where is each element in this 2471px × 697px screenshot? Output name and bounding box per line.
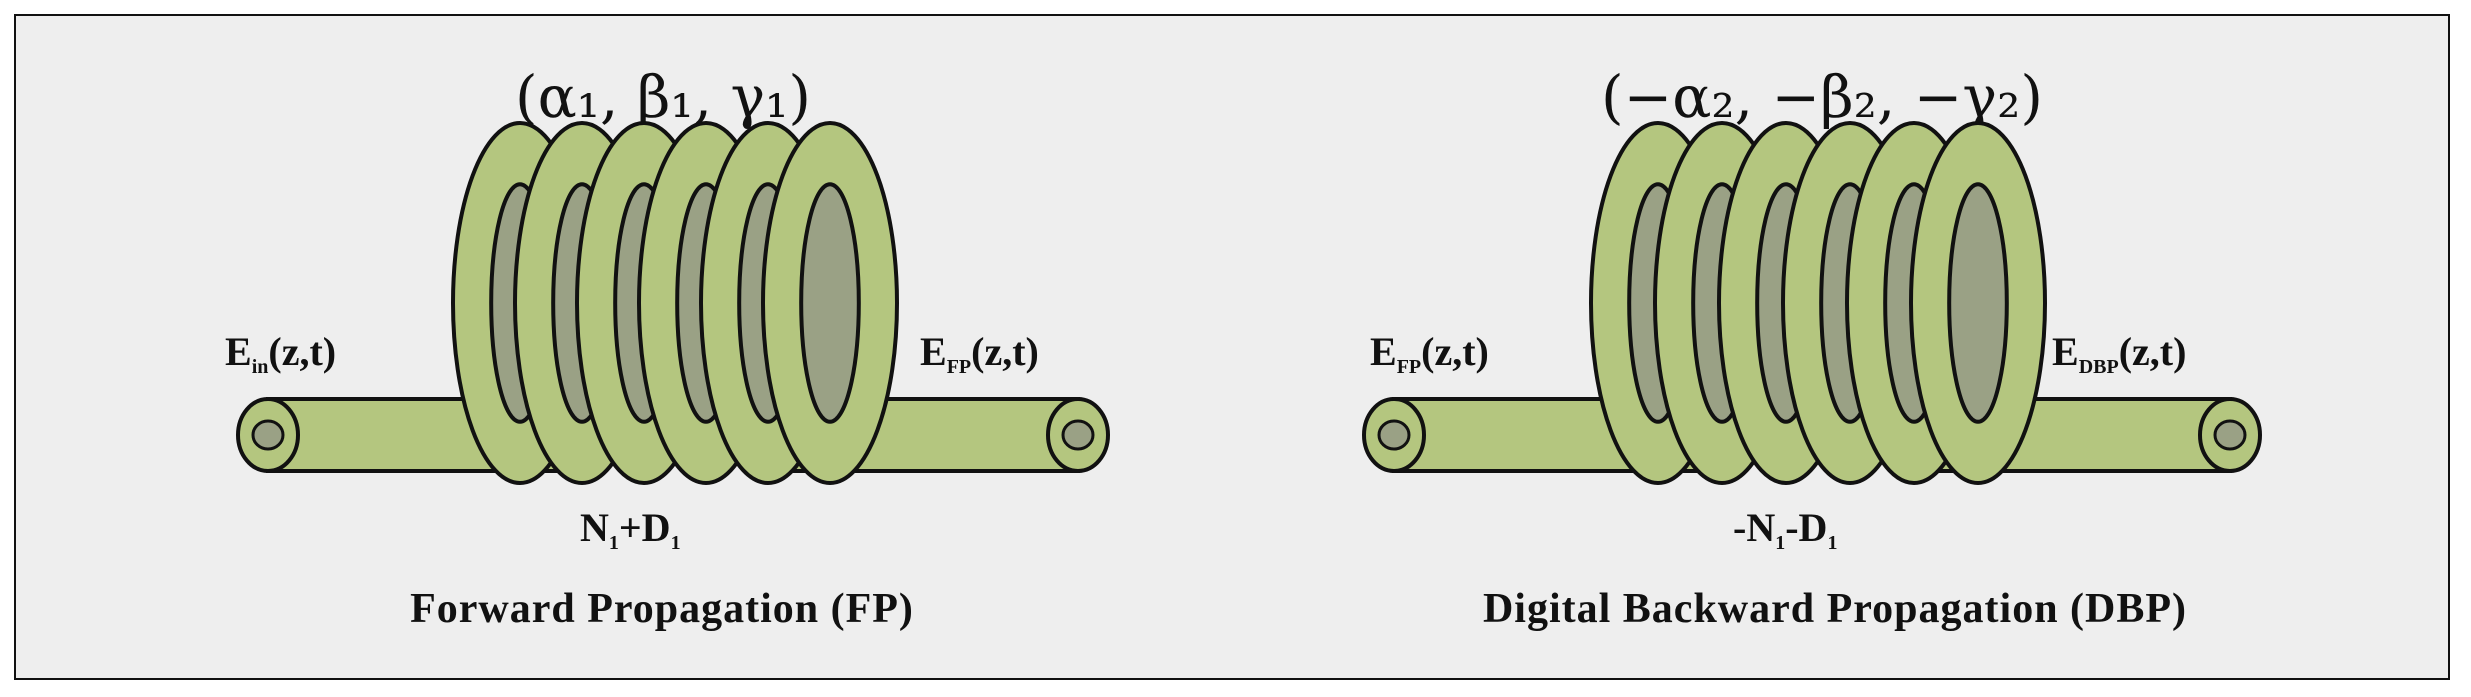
backward-caption: Digital Backward Propagation (DBP) [1483, 586, 2187, 632]
forward-caption: Forward Propagation (FP) [410, 586, 914, 632]
forward-output-label: EFP(z,t) [920, 329, 1039, 378]
backward-fiber [1362, 121, 2262, 485]
backward-params: (−α₂, −β₂, −γ₂) [1601, 63, 2043, 131]
forward-fiber [236, 121, 1110, 485]
fiber-end-core [1377, 419, 1411, 451]
backward-input-label: EFP(z,t) [1370, 329, 1489, 378]
forward-input-label: Ein(z,t) [225, 329, 336, 378]
forward-operator: N1+D1 [580, 505, 681, 554]
fiber-end-core [2213, 419, 2247, 451]
fiber-end-core [251, 419, 285, 451]
coil-ring [761, 121, 899, 485]
backward-section: (−α₂, −β₂, −γ₂) EFP(z,t) EDBP(z,t) -N1-D… [1362, 63, 2262, 632]
fiber-end-core [1061, 419, 1095, 451]
backward-operator: -N1-D1 [1733, 505, 1837, 554]
backward-output-label: EDBP(z,t) [2052, 329, 2186, 378]
forward-params: (α₁, β₁, γ₁) [515, 63, 811, 131]
forward-section: (α₁, β₁, γ₁) Ein(z,t) EFP(z,t) N1+D1 For… [225, 63, 1110, 632]
coil-ring [1909, 121, 2047, 485]
